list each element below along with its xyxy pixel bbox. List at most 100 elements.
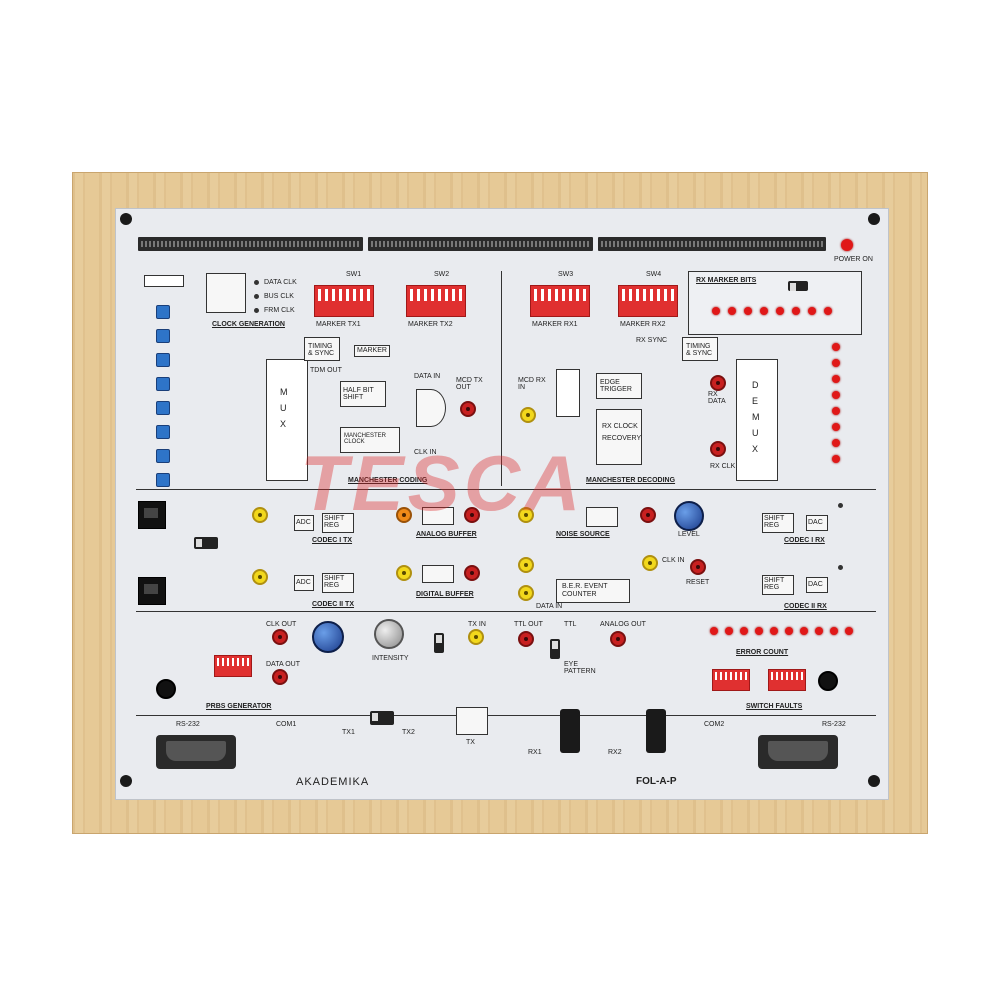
noise-level-knob[interactable] (674, 501, 704, 531)
noise-source-title: NOISE SOURCE (556, 531, 610, 538)
channel-switch[interactable] (156, 449, 170, 463)
rx-marker-switch[interactable] (788, 281, 808, 291)
tx1-label: TX1 (342, 729, 355, 736)
channel-switch[interactable] (156, 425, 170, 439)
frm-clk-pin[interactable] (254, 308, 259, 313)
codec2-shift-reg-block (322, 573, 354, 593)
rx-data-socket[interactable] (710, 375, 726, 391)
ber-data-in-2-socket[interactable] (518, 585, 534, 601)
edge-trigger-label: EDGE TRIGGER (600, 379, 632, 393)
rs232-left-connector[interactable] (156, 735, 236, 769)
noise-out-socket[interactable] (640, 507, 656, 523)
marker-tx1-dip[interactable] (314, 285, 374, 317)
mcd-rx-in-socket[interactable] (520, 407, 536, 423)
sw1-label: SW1 (346, 271, 362, 278)
error-count-title: ERROR COUNT (736, 649, 789, 656)
tx1-tx2-switch[interactable] (370, 711, 394, 725)
channel-switch[interactable] (156, 329, 170, 343)
tx-marker-label: MARKER (357, 347, 387, 354)
ribbon-connector-2[interactable] (368, 237, 593, 251)
marker-tx2-dip[interactable] (406, 285, 466, 317)
rs232-right-label: RS-232 (822, 721, 846, 728)
noise-in-socket[interactable] (518, 507, 534, 523)
codec1-dac-block (806, 515, 828, 531)
tx-select-switch[interactable] (434, 633, 444, 653)
rx-sync-label: RX SYNC (636, 337, 668, 344)
left-potentiometer[interactable] (156, 679, 176, 699)
analog-buffer-in-socket[interactable] (396, 507, 412, 523)
marker-rx2-dip[interactable] (618, 285, 678, 317)
codec1-tx-in-socket[interactable] (252, 507, 268, 523)
divider-1 (136, 489, 876, 490)
screw-top-left (120, 213, 132, 225)
rx-marker-bit-led (712, 307, 720, 315)
data-clk-label: DATA CLK (264, 279, 297, 286)
demux-output-led (832, 455, 840, 463)
ber-clk-in-socket[interactable] (642, 555, 658, 571)
rx-marker-bits-title: RX MARKER BITS (696, 277, 757, 284)
mc-data-in-label: DATA IN (414, 373, 441, 380)
intensity-dial[interactable] (374, 619, 404, 649)
error-count-led (845, 627, 853, 635)
codec1-shift-reg-block (322, 513, 354, 533)
audio-jack-2[interactable] (138, 577, 166, 605)
ttl-out-socket[interactable] (518, 631, 534, 647)
tx-marker-block (354, 345, 390, 357)
bus-clk-pin[interactable] (254, 294, 259, 299)
intensity-knob[interactable] (312, 621, 344, 653)
channel-switch[interactable] (156, 353, 170, 367)
prbs-data-out-socket[interactable] (272, 669, 288, 685)
rx-clk-socket[interactable] (710, 441, 726, 457)
codec2-rx-out-pin[interactable] (838, 565, 843, 570)
ribbon-connector-1[interactable] (138, 237, 363, 251)
mc-clk-in-label: CLK IN (414, 449, 437, 456)
rs232-right-connector[interactable] (758, 735, 838, 769)
error-count-led (815, 627, 823, 635)
mcd-rx-in-label: MCD RX IN (518, 377, 546, 391)
codec1-rx-out-pin[interactable] (838, 503, 843, 508)
edge-trigger-block (596, 373, 642, 399)
marker-rx1-dip[interactable] (530, 285, 590, 317)
codec-select-switch[interactable] (194, 537, 218, 549)
codec2-rx-shift-reg-label: SHIFT REG (764, 577, 785, 591)
power-led (841, 239, 853, 251)
codec2-tx-title: CODEC II TX (312, 601, 355, 608)
marker-rx2-label: MARKER RX2 (620, 321, 666, 328)
rx2-fiber-connector[interactable] (646, 709, 666, 753)
ttl-switch[interactable] (550, 639, 560, 659)
data-out-label: DATA OUT (266, 661, 300, 668)
codec1-adc-label: ADC (296, 519, 311, 526)
com1-label: COM1 (276, 721, 297, 728)
prbs-dip-switch[interactable] (214, 655, 252, 677)
digital-buffer-out-socket[interactable] (464, 565, 480, 581)
ber-reset-button[interactable] (690, 559, 706, 575)
channel-switch[interactable] (156, 377, 170, 391)
schmitt-trigger-block (556, 369, 580, 417)
ber-data-in-socket[interactable] (518, 557, 534, 573)
ribbon-connector-3[interactable] (598, 237, 826, 251)
channel-switch[interactable] (156, 305, 170, 319)
mcd-tx-out-socket[interactable] (460, 401, 476, 417)
channel-switch[interactable] (156, 401, 170, 415)
right-potentiometer[interactable] (818, 671, 838, 691)
error-count-led (755, 627, 763, 635)
rx1-fiber-connector[interactable] (560, 709, 580, 753)
prbs-clk-out-socket[interactable] (272, 629, 288, 645)
audio-jack-1[interactable] (138, 501, 166, 529)
analog-out-socket[interactable] (610, 631, 626, 647)
codec2-adc-block (294, 575, 314, 591)
switch-faults-dip-2[interactable] (768, 669, 806, 691)
demux-output-led (832, 343, 840, 351)
data-clk-pin[interactable] (254, 280, 259, 285)
manchester-clock-label: MANCHESTER CLOCK (344, 433, 387, 445)
demux-output-led (832, 359, 840, 367)
digital-buffer-in-socket[interactable] (396, 565, 412, 581)
switch-faults-dip-1[interactable] (712, 669, 750, 691)
codec2-tx-in-socket[interactable] (252, 569, 268, 585)
divider-3 (136, 715, 876, 716)
screw-bottom-right (868, 775, 880, 787)
manchester-decoding-title: MANCHESTER DECODING (586, 477, 676, 484)
analog-buffer-out-socket[interactable] (464, 507, 480, 523)
channel-switch[interactable] (156, 473, 170, 487)
tx-in-socket[interactable] (468, 629, 484, 645)
